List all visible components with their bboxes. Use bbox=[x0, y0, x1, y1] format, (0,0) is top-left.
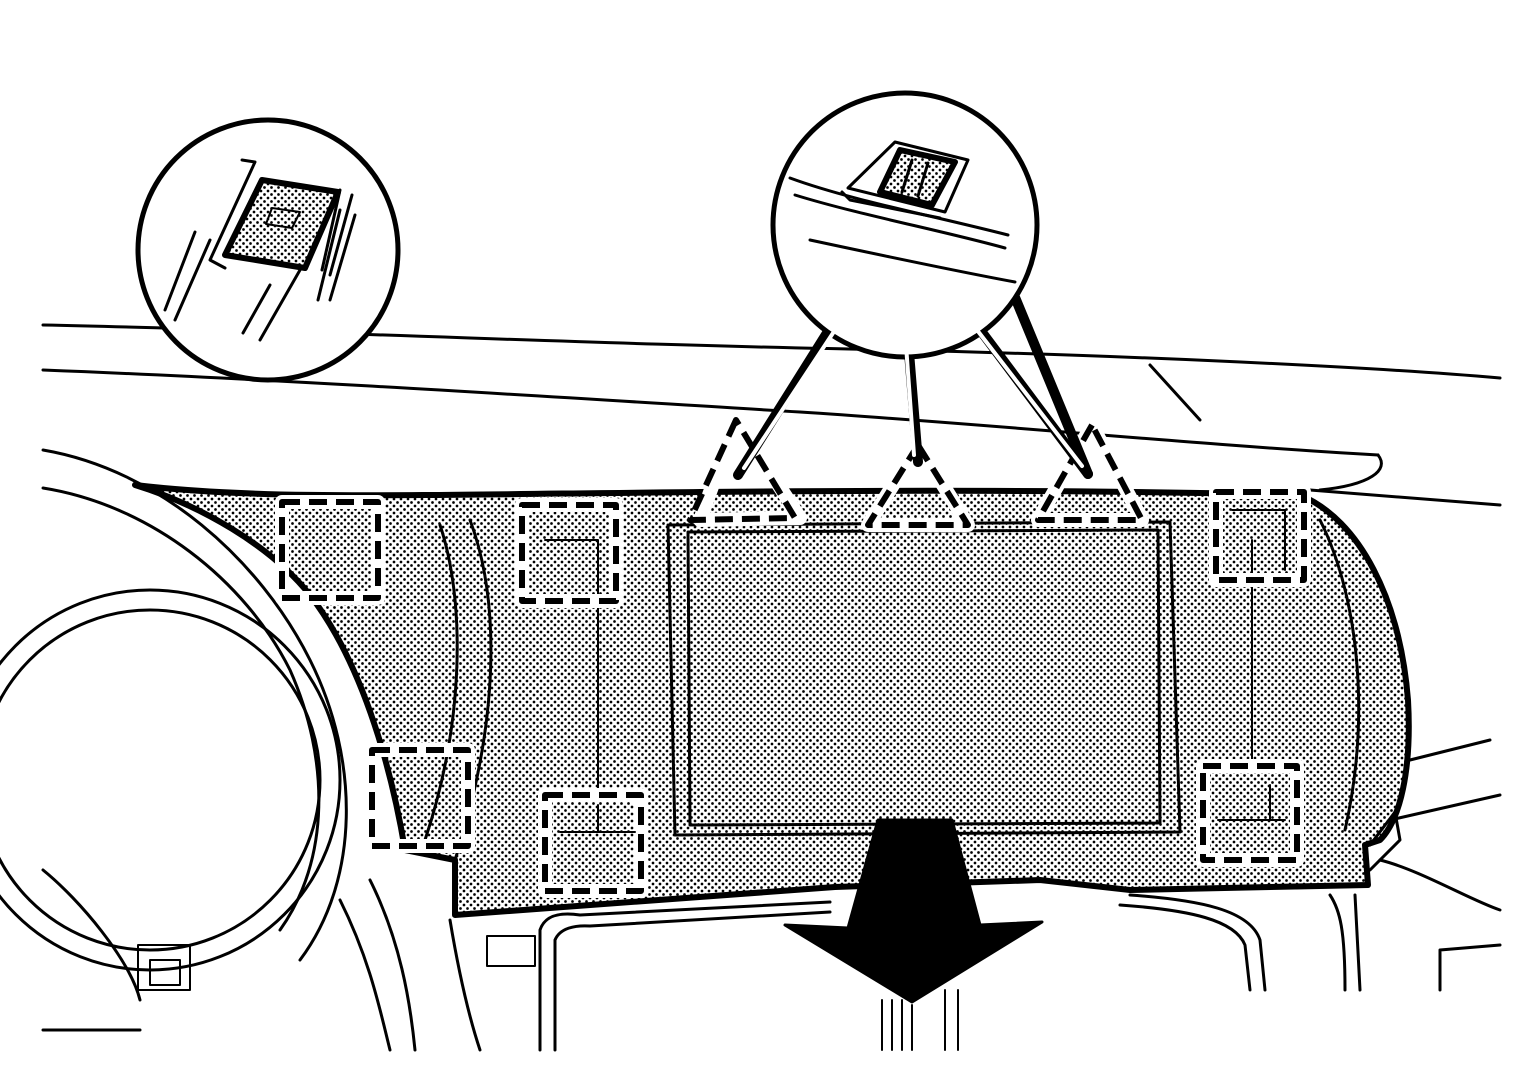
clip-locations bbox=[275, 485, 1311, 898]
clip-location-upper-center bbox=[515, 498, 623, 608]
clip-location-upper-right bbox=[1209, 485, 1311, 587]
removal-direction-arrow bbox=[783, 818, 1044, 1051]
lower-dash-structure bbox=[338, 738, 1502, 1052]
clip-location-lower-center bbox=[538, 788, 648, 898]
retainer-locations bbox=[687, 413, 1149, 532]
clip-location-lower-left bbox=[365, 743, 475, 853]
clip-location-lower-right bbox=[1196, 759, 1304, 867]
trim-panel bbox=[132, 482, 1412, 918]
retainer-detail-callout bbox=[733, 90, 1093, 480]
clip-location-upper-left bbox=[275, 495, 385, 605]
clip-detail-callout bbox=[135, 117, 401, 383]
